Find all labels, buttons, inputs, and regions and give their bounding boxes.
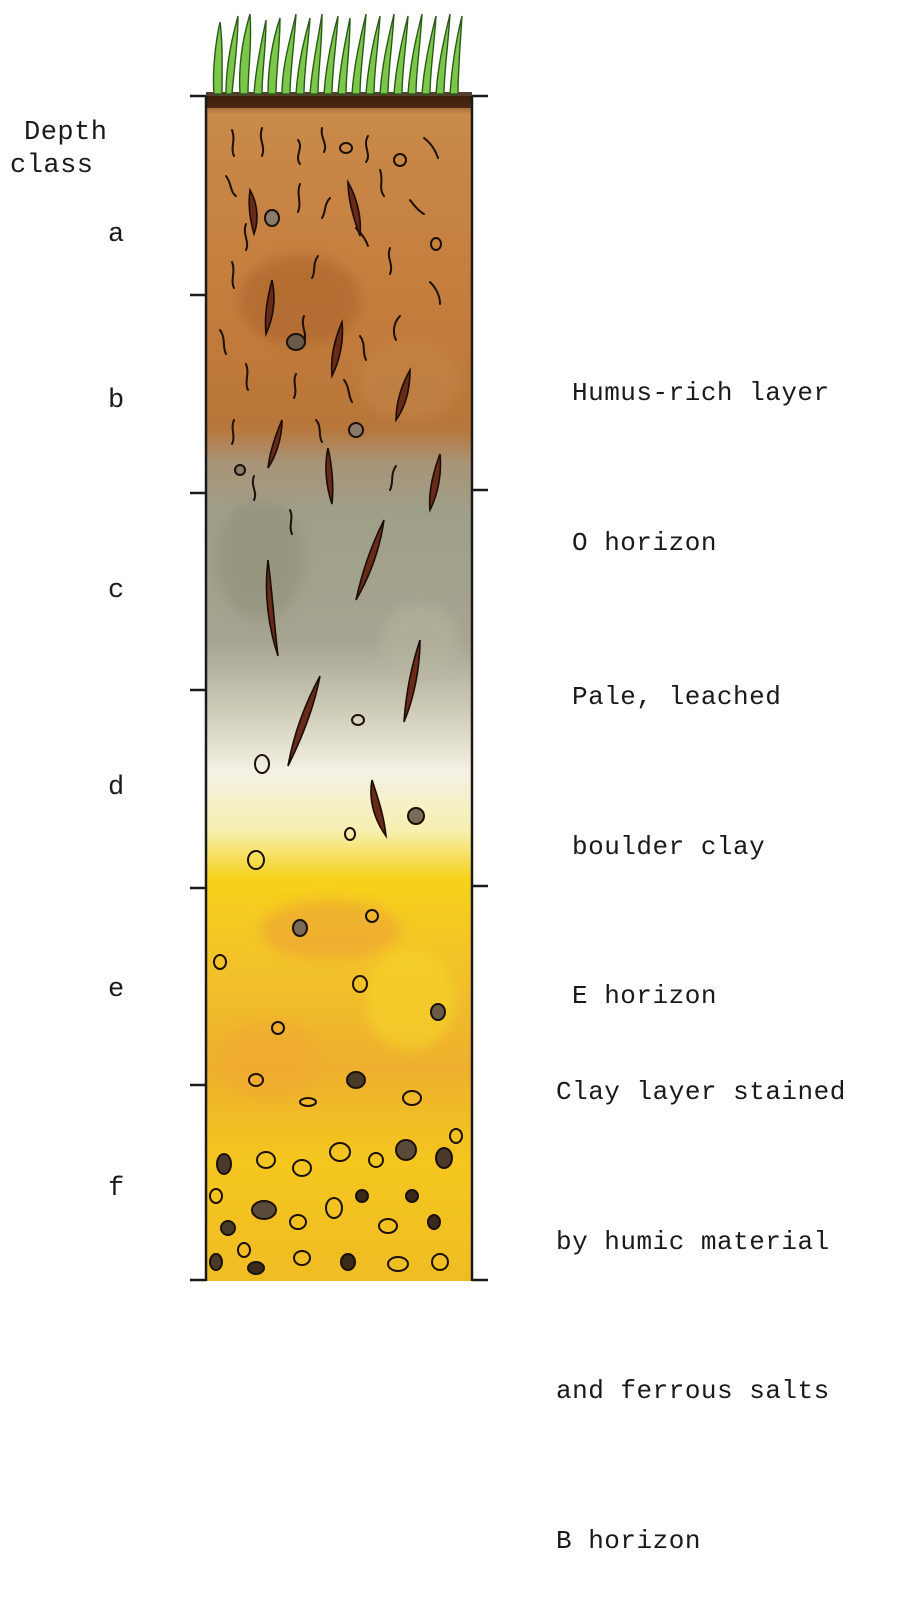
horizon-o-line1: Humus-rich layer	[572, 377, 830, 408]
horizon-b-line4: B horizon	[556, 1525, 701, 1556]
axis-title-line2: class	[10, 151, 94, 181]
axis-title-line1: Depth	[24, 118, 108, 148]
depth-class-c: c	[108, 576, 125, 606]
horizon-b-line2: by humic material	[556, 1226, 830, 1257]
horizon-o-line2: O horizon	[572, 527, 717, 558]
depth-class-d: d	[108, 773, 125, 803]
horizon-b-line3: and ferrous salts	[556, 1376, 830, 1407]
depth-class-a: a	[108, 220, 125, 250]
horizon-e-label: Pale, leached boulder clay E horizon	[572, 573, 781, 1072]
humus-top-band	[206, 92, 472, 108]
horizon-e-line2: boulder clay	[572, 831, 766, 862]
thick-roots	[248, 178, 442, 839]
soil-profile-illustration	[190, 13, 488, 1282]
horizon-e-line3: E horizon	[572, 981, 717, 1012]
horizon-ticks-right	[472, 94, 488, 1282]
horizon-b-line1: Clay layer stained	[556, 1076, 846, 1107]
depth-class-b: b	[108, 386, 125, 416]
depth-ticks-left	[190, 94, 206, 1282]
stones	[209, 142, 463, 1275]
horizon-e-line1: Pale, leached	[572, 681, 782, 712]
horizon-o-label: Humus-rich layer O horizon	[572, 269, 830, 618]
depth-class-f: f	[108, 1174, 125, 1204]
fine-roots	[219, 127, 441, 535]
depth-class-e: e	[108, 975, 125, 1005]
grass-tufts	[212, 13, 463, 95]
